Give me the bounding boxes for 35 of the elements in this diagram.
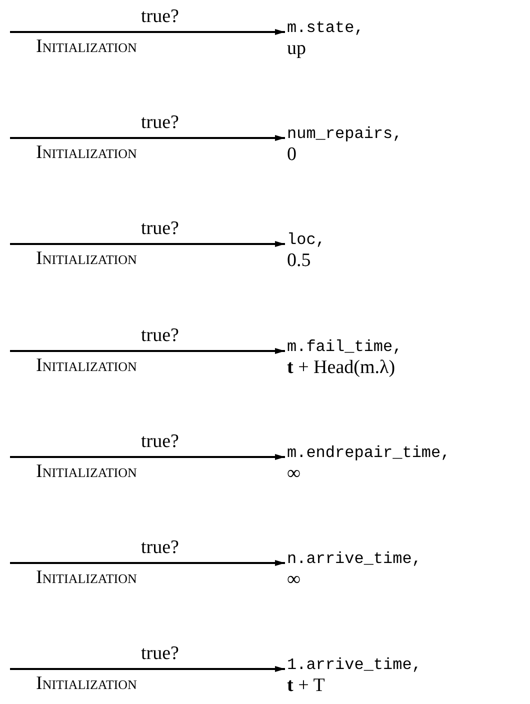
assigned-value: t + T xyxy=(287,675,326,696)
arrow xyxy=(10,666,285,672)
edge-label: true? xyxy=(140,113,180,133)
edge-label: true? xyxy=(140,644,180,664)
arrow xyxy=(10,135,285,141)
edge-label: true? xyxy=(140,432,180,452)
variable-name: num_repairs, xyxy=(287,124,404,144)
assigned-value: t + Head(m.λ) xyxy=(287,357,396,378)
assigned-value: ∞ xyxy=(287,463,302,484)
arrow xyxy=(10,454,285,460)
assigned-value: 0 xyxy=(287,144,298,165)
variable-name: 1.arrive_time, xyxy=(287,655,422,675)
variable-name: m.endrepair_time, xyxy=(287,443,452,463)
edge-label: true? xyxy=(140,538,180,558)
arrow xyxy=(10,560,285,566)
condition-label: Initialization xyxy=(36,37,137,57)
condition-label: Initialization xyxy=(36,674,137,694)
assigned-value: 0.5 xyxy=(287,250,312,271)
variable-name: m.fail_time, xyxy=(287,337,404,357)
condition-label: Initialization xyxy=(36,356,137,376)
arrow xyxy=(10,348,285,354)
variable-name: n.arrive_time, xyxy=(287,549,422,569)
variable-name: m.state, xyxy=(287,18,365,38)
arrow xyxy=(10,241,285,247)
variable-name: loc, xyxy=(287,230,326,250)
edge-label: true? xyxy=(140,7,180,27)
assigned-value: up xyxy=(287,38,307,59)
condition-label: Initialization xyxy=(36,249,137,269)
edge-label: true? xyxy=(140,326,180,346)
arrow xyxy=(10,29,285,35)
condition-label: Initialization xyxy=(36,143,137,163)
condition-label: Initialization xyxy=(36,462,137,482)
edge-label: true? xyxy=(140,219,180,239)
condition-label: Initialization xyxy=(36,568,137,588)
assigned-value: ∞ xyxy=(287,569,302,590)
